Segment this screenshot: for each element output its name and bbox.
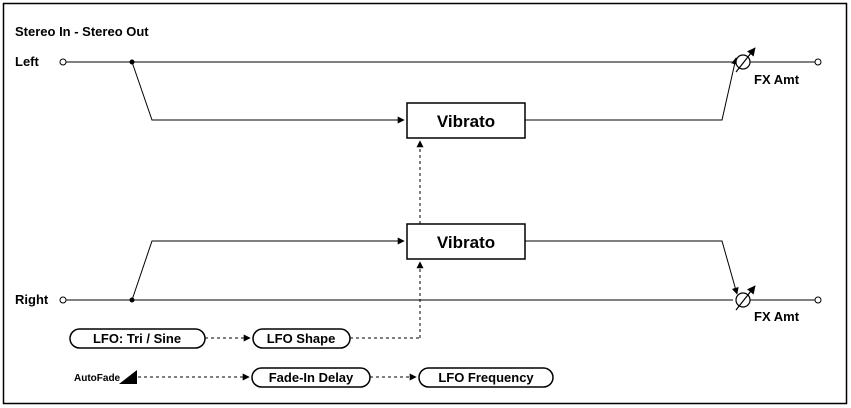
vibrato-block-bottom <box>406 223 526 260</box>
lfo-frequency-label: LFO Frequency <box>438 370 534 385</box>
lfo-shape-label: LFO Shape <box>267 331 336 346</box>
input-label-right: Right <box>15 292 49 307</box>
fx-amt-knob-bottom-arrow <box>735 285 756 311</box>
lfo-frequency-pill <box>418 367 554 388</box>
fade-in-delay-label: Fade-In Delay <box>269 370 354 385</box>
vibrato-label-top: Vibrato <box>437 112 495 131</box>
lfo-waveform-label: LFO: Tri / Sine <box>93 331 181 346</box>
autofade-ramp-icon <box>119 370 137 384</box>
output-terminal-left <box>814 58 822 66</box>
autofade-label: AutoFade <box>74 373 121 384</box>
fx-amt-label-top: FX Amt <box>754 72 800 87</box>
lfo-shape-pill <box>252 328 351 349</box>
vibrato-top-return-path <box>525 57 739 121</box>
left-send-path <box>131 61 405 124</box>
input-label-left: Left <box>15 54 40 69</box>
fx-amt-label-bottom: FX Amt <box>754 309 800 324</box>
diagram-title: Stereo In - Stereo Out <box>15 24 149 39</box>
vibrato-label-bottom: Vibrato <box>437 233 495 252</box>
input-terminal-left <box>59 58 67 66</box>
vibrato-block-top <box>406 102 526 139</box>
vibrato-bottom-return-path <box>525 240 739 295</box>
output-terminal-right <box>814 296 822 304</box>
right-send-path <box>131 237 405 301</box>
fx-amt-knob-top-arrow <box>735 47 756 73</box>
input-terminal-right <box>59 296 67 304</box>
